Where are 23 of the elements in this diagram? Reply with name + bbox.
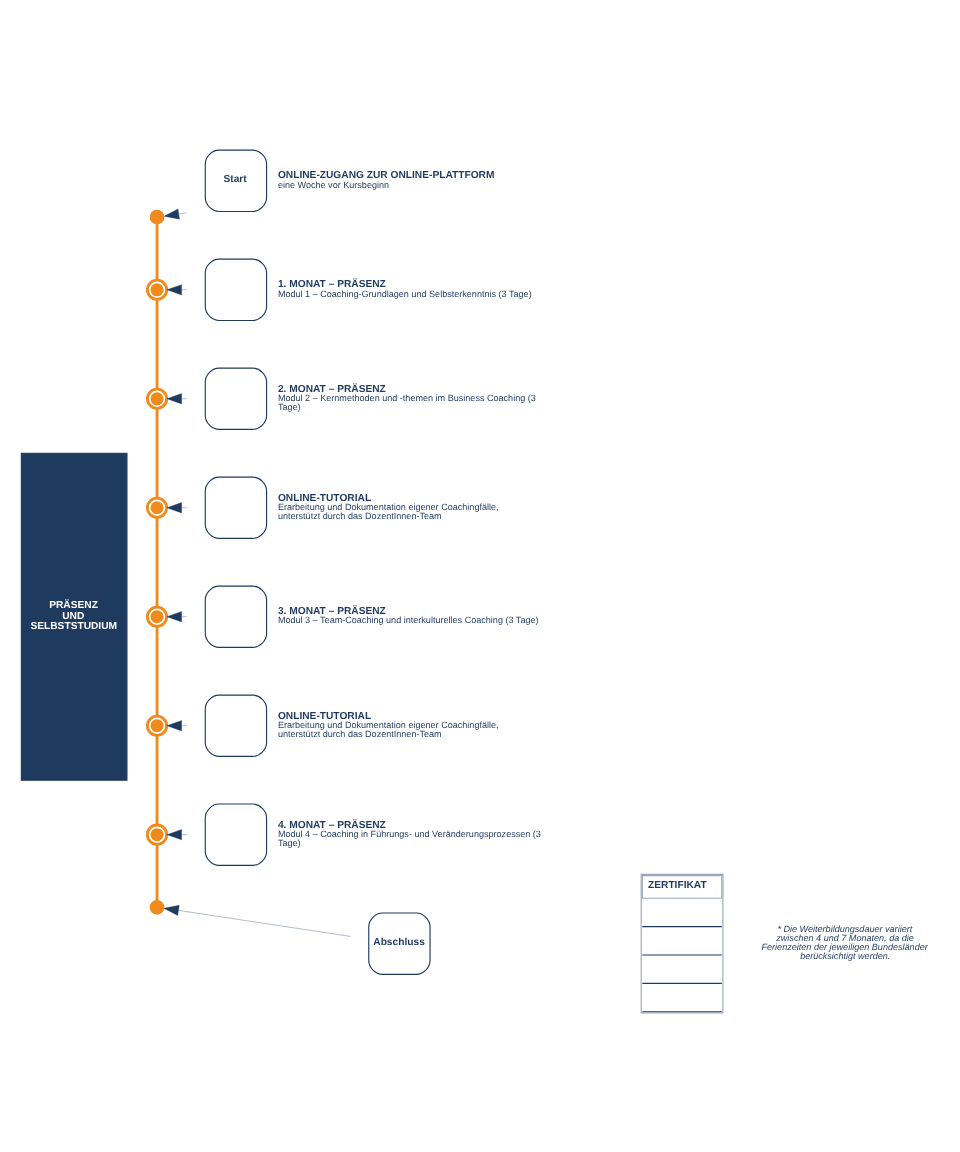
node-box: [204, 802, 268, 865]
connector: [155, 298, 159, 388]
arrow: [163, 904, 351, 936]
node-box: [204, 366, 268, 429]
node-circle: [149, 208, 165, 224]
arrow: [166, 719, 187, 731]
arrow: [166, 392, 187, 404]
node-box: [204, 584, 268, 647]
arrow: [163, 207, 187, 219]
arrow: [166, 501, 187, 513]
arrow: [166, 610, 187, 622]
node-box: [204, 475, 268, 538]
node-circle: [149, 898, 165, 914]
connector: [155, 843, 159, 900]
node-box: [204, 693, 268, 756]
arrow: [166, 283, 187, 295]
node-box: [204, 257, 268, 320]
connector: [155, 407, 159, 497]
connector: [155, 516, 159, 606]
connector: [155, 734, 159, 824]
connector: [155, 223, 159, 280]
connector: [155, 625, 159, 715]
arrow: [166, 828, 187, 840]
